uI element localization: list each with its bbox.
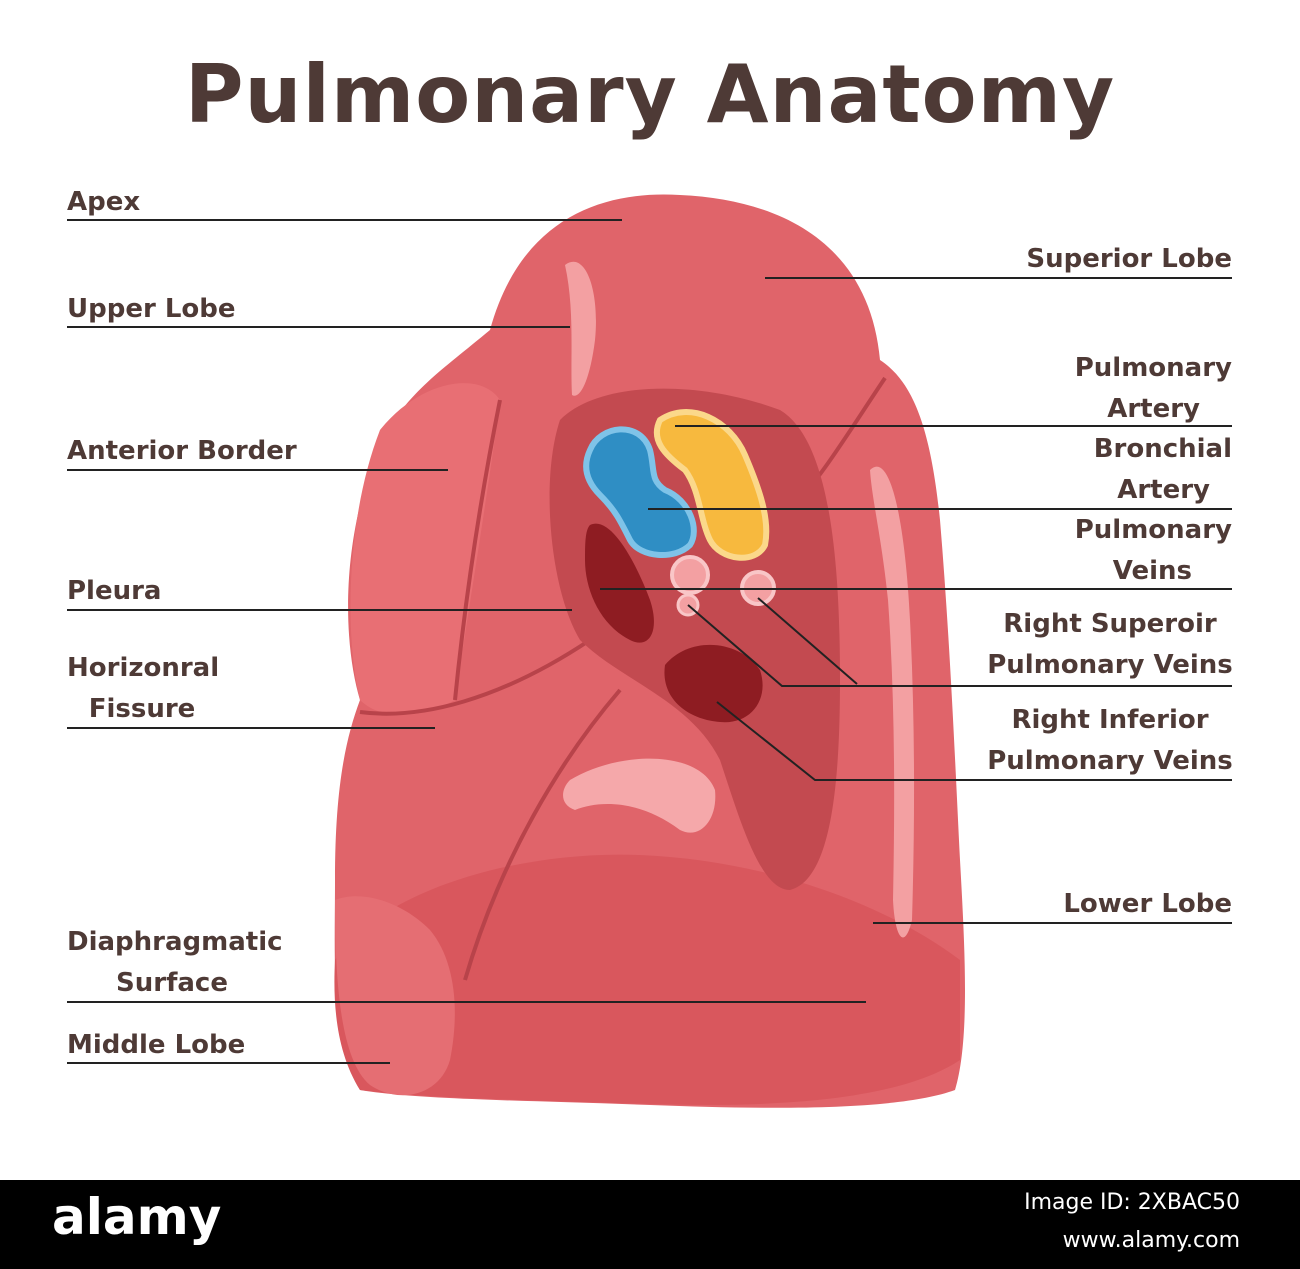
pulmonary-vein-small-1	[670, 555, 710, 595]
right-superior-leader-2	[757, 597, 858, 685]
label-pulmonary-veins-line2: Veins	[1112, 556, 1192, 586]
label-pulmonary-veins-line1: Pulmonary	[1074, 515, 1232, 545]
label-bronchial-artery: Bronchial Artery	[1094, 429, 1232, 511]
label-pulmonary-artery: Pulmonary Artery	[1075, 348, 1232, 430]
right-superior-leader	[687, 604, 1232, 687]
label-horizontal-fissure: Horizonral Fissure	[67, 648, 220, 730]
apex-highlight	[565, 261, 596, 396]
diaphragmatic-band	[334, 854, 960, 1105]
label-pulmonary-artery-line2: Artery	[1107, 394, 1200, 424]
label-lower-lobe: Lower Lobe	[1063, 889, 1232, 919]
right-highlight	[870, 466, 915, 938]
label-superior-lobe: Superior Lobe	[1026, 244, 1232, 274]
label-right-superior-line1: Right Superoir	[1003, 609, 1217, 639]
label-bronchial-artery-line2: Artery	[1117, 475, 1210, 505]
oblique-fissure-line	[463, 688, 622, 981]
page-title: Pulmonary Anatomy	[184, 48, 1116, 141]
label-right-inferior: Right Inferior Pulmonary Veins	[985, 700, 1235, 782]
lung-illustration	[334, 194, 965, 1108]
anterior-border-line	[453, 399, 502, 701]
label-upper-lobe: Upper Lobe	[67, 294, 236, 324]
pulmonary-artery-vessel	[583, 426, 697, 559]
footer-bar: alamy Image ID: 2XBAC50 www.alamy.com	[0, 1180, 1300, 1269]
footer-image-id: Image ID: 2XBAC50	[1024, 1190, 1240, 1215]
right-inferior-leader	[716, 701, 1232, 781]
label-bronchial-artery-line1: Bronchial	[1093, 434, 1232, 464]
label-diaphragmatic-line2: Surface	[116, 968, 228, 998]
label-pulmonary-artery-line1: Pulmonary	[1074, 353, 1232, 383]
horizontal-fissure-line	[359, 638, 592, 716]
label-middle-lobe: Middle Lobe	[67, 1030, 246, 1060]
label-right-superior: Right Superoir Pulmonary Veins	[985, 604, 1235, 686]
label-pleura: Pleura	[67, 576, 162, 606]
label-right-inferior-line1: Right Inferior	[1011, 705, 1209, 735]
label-diaphragmatic-line1: Diaphragmatic	[67, 927, 283, 957]
label-anterior-border: Anterior Border	[67, 436, 297, 466]
label-horizontal-fissure-line1: Horizonral	[67, 653, 220, 683]
lower-highlight	[563, 758, 716, 833]
label-apex: Apex	[67, 187, 141, 217]
bronchial-artery-vessel	[653, 409, 770, 561]
footer-logo: alamy	[52, 1188, 222, 1246]
footer-url: www.alamy.com	[1062, 1228, 1240, 1253]
right-inferior-vein-shape	[664, 644, 763, 723]
middle-lobe-shape	[335, 896, 455, 1096]
label-right-inferior-line2: Pulmonary Veins	[987, 746, 1233, 776]
label-horizontal-fissure-line2: Fissure	[88, 694, 196, 724]
label-diaphragmatic-surface: Diaphragmatic Surface	[67, 922, 283, 1004]
lung-diagram	[67, 194, 1232, 1108]
label-right-superior-line2: Pulmonary Veins	[987, 650, 1233, 680]
right-superior-vein-shape	[585, 523, 654, 643]
label-pulmonary-veins: Pulmonary Veins	[1075, 510, 1232, 592]
